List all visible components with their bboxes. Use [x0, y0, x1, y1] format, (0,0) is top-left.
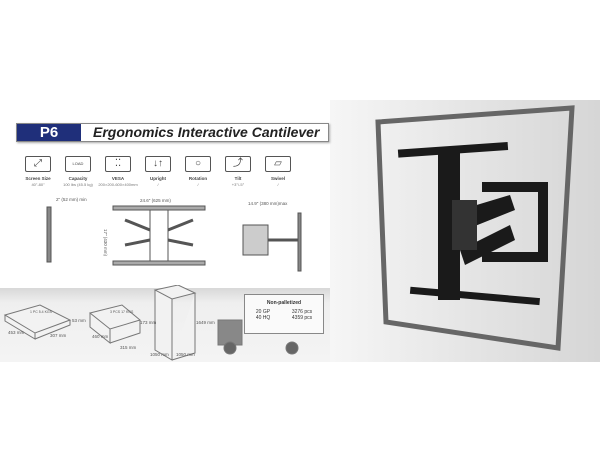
swivel-icon: ▱	[265, 156, 291, 172]
pallet-height: 1649 mm	[196, 320, 215, 325]
extension-label: 14.9" (380 mm)max	[248, 201, 288, 206]
container-qty: 3276 pcs	[291, 309, 313, 315]
extended-view-drawing	[242, 212, 302, 272]
box1-height: 53 mm	[72, 318, 86, 323]
front-view-drawing	[112, 205, 206, 266]
pallet-length: 1050 mm	[150, 352, 169, 357]
dimension-drawings	[46, 205, 302, 272]
spec-value: /	[157, 182, 159, 187]
spec-label: Swivel	[270, 176, 285, 181]
upright-icon: ↓↑	[145, 156, 171, 172]
box1-label: 1 PC 5.4 KGS	[30, 310, 52, 314]
spec-label: VESA	[111, 176, 125, 181]
spec-item: ○ Rotation/	[176, 156, 220, 187]
spec-value: 100 lbs (45.5 kg)	[63, 182, 93, 187]
rotation-icon: ○	[185, 156, 211, 172]
capacity-icon: LOAD	[65, 156, 91, 172]
single-box	[3, 304, 72, 340]
width-label: 24.6" (625 mm)	[140, 198, 171, 203]
truck-icon	[217, 319, 299, 355]
spec-value: /	[197, 182, 199, 187]
box1-length: 453 mm	[8, 330, 25, 335]
model-badge: P6	[17, 124, 81, 141]
spec-item: ↓↑ Upright/	[136, 156, 180, 187]
box1-width: 307 mm	[50, 333, 67, 338]
spec-label: Capacity	[68, 176, 88, 181]
title-bar: P6 Ergonomics Interactive Cantilever	[16, 123, 329, 142]
box2-length: 460 mm	[92, 334, 109, 339]
container-qty: 4359 pcs	[291, 315, 313, 321]
spec-label: Screen Size	[25, 176, 51, 181]
screen-size-icon: ⤢	[25, 156, 51, 172]
spec-label: Rotation	[188, 176, 208, 181]
box2-width: 315 mm	[120, 345, 137, 350]
pallet-width: 1050 mm	[176, 352, 195, 357]
box2-label: 3 PCS 17 KGS	[110, 310, 134, 314]
height-label: 17" (430 mm)	[103, 228, 109, 257]
container-name: 40 HQ	[255, 315, 271, 321]
pallet-stack	[153, 285, 197, 361]
spec-label: Upright	[150, 176, 166, 181]
vesa-icon: ⁚⁚	[105, 156, 131, 172]
shipping-box: Non-palletized 20 GP 3276 pcs 40 HQ 4359 p…	[244, 294, 324, 334]
tv-frame-outline	[375, 105, 575, 351]
container-name: 20 GP	[255, 309, 271, 315]
spec-value: 40"-80"	[31, 182, 45, 187]
depth-label: 2" (52 mm) min	[56, 197, 87, 202]
tilt-icon: ⤴	[225, 156, 251, 172]
wall-mount-bracket	[397, 141, 548, 306]
packaging-drawings	[3, 285, 299, 361]
spec-item: ⤴ Tilt+3°/-5°	[216, 156, 260, 187]
spec-value: /	[277, 182, 279, 187]
page-title: Ergonomics Interactive Cantilever	[93, 124, 320, 140]
box2-height: 173 mm	[140, 320, 157, 325]
shipping-title: Non-palletized	[266, 300, 302, 306]
spec-value: +3°/-5°	[231, 182, 245, 187]
spec-item: ▱ Swivel/	[256, 156, 300, 187]
multi-box	[88, 304, 142, 345]
spec-label: Tilt	[234, 176, 242, 181]
side-view-drawing	[46, 206, 52, 263]
spec-value: 200×200-600×400mm	[98, 182, 138, 187]
product-render	[375, 105, 575, 351]
